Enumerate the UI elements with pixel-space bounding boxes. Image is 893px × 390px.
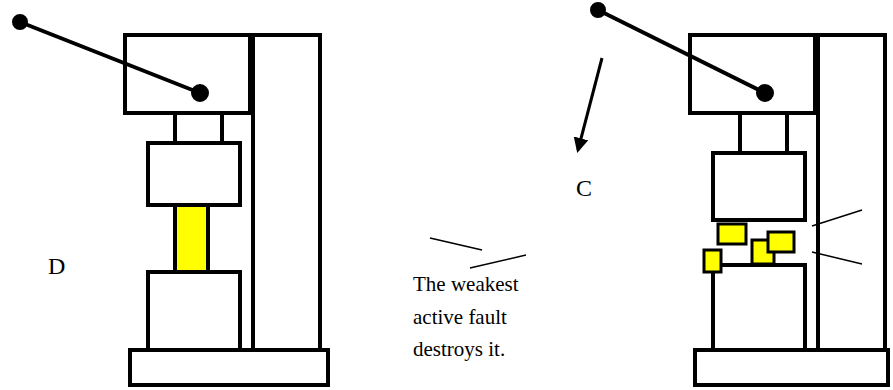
lever-knob (14, 16, 26, 28)
lever-pivot (758, 86, 772, 100)
lower-platen (713, 265, 805, 350)
press-neck (740, 113, 787, 153)
lever-knob (592, 4, 604, 16)
press-neck (175, 113, 222, 143)
intact-press (14, 16, 328, 385)
upper-platen (713, 153, 805, 220)
lever-pivot (193, 86, 207, 100)
specimen-fragments (704, 224, 794, 272)
press-base (695, 350, 888, 385)
force-arrow (578, 58, 602, 150)
burst-lines (430, 210, 862, 268)
figure-label: D (48, 248, 65, 285)
fragment (718, 224, 746, 244)
burst-line (430, 238, 482, 250)
burst-line (812, 252, 862, 264)
upper-platen (148, 143, 240, 205)
press-column (253, 35, 320, 350)
burst-line (470, 255, 526, 268)
intact-specimen (175, 205, 208, 272)
press-head (125, 35, 250, 113)
press-column (818, 35, 885, 350)
fragment (704, 250, 721, 272)
caption-note: The weakest active fault destroys it. (413, 268, 537, 366)
press-base (130, 350, 328, 385)
press-head (690, 35, 815, 113)
fragment (768, 232, 794, 252)
press-lever (20, 22, 200, 93)
press-lever (598, 10, 765, 93)
burst-line (812, 210, 862, 226)
lower-platen (148, 272, 240, 350)
figure-label: C (576, 170, 592, 207)
